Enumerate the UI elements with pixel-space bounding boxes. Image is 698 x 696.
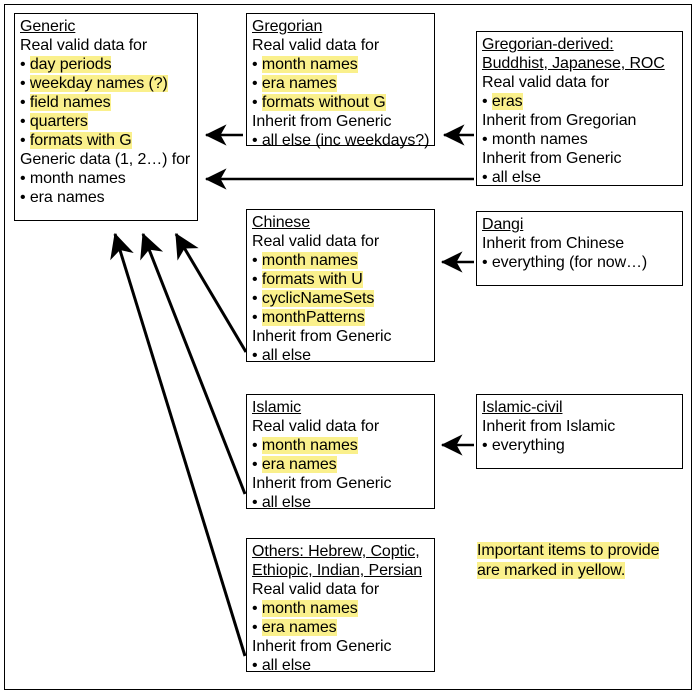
others-box[interactable]: Others: Hebrew, Coptic, Ethiopic, Indian… bbox=[246, 538, 435, 675]
chinese-box[interactable]: Chinese Real valid data for month names … bbox=[246, 209, 435, 365]
islamic-civil-title: Islamic-civil bbox=[482, 399, 563, 416]
diagram-outer-frame bbox=[4, 4, 692, 690]
chinese-item-month-names: month names bbox=[252, 251, 429, 270]
dangi-box[interactable]: Dangi Inherit from Chinese everything (f… bbox=[476, 211, 683, 286]
others-item-all-else: all else bbox=[252, 656, 429, 675]
gregorian-item-month-names: month names bbox=[252, 55, 429, 74]
gregorian-derived-item-all-else: all else bbox=[482, 168, 677, 187]
islamic-civil-box[interactable]: Islamic-civil Inherit from Islamic every… bbox=[476, 394, 683, 469]
islamic-box[interactable]: Islamic Real valid data for month names … bbox=[246, 394, 435, 512]
others-title-1: Others: Hebrew, Coptic, bbox=[252, 543, 420, 560]
dangi-item-everything: everything (for now…) bbox=[482, 253, 677, 272]
others-title-2: Ethiopic, Indian, Persian bbox=[252, 562, 423, 579]
chinese-item-cyclic-name-sets: cyclicNameSets bbox=[252, 289, 429, 308]
generic-title: Generic bbox=[20, 18, 76, 35]
islamic-line-inherit-generic: Inherit from Generic bbox=[252, 475, 392, 492]
dangi-line-inherit-chinese: Inherit from Chinese bbox=[482, 235, 625, 252]
generic-item-quarters: quarters bbox=[20, 112, 192, 131]
chinese-line-inherit-generic: Inherit from Generic bbox=[252, 328, 392, 345]
generic-item-day-periods: day periods bbox=[20, 55, 192, 74]
gregorian-derived-item-eras: eras bbox=[482, 92, 677, 111]
islamic-title: Islamic bbox=[252, 399, 302, 416]
islamic-civil-line-inherit-islamic: Inherit from Islamic bbox=[482, 418, 616, 435]
gregorian-derived-box[interactable]: Gregorian-derived: Buddhist, Japanese, R… bbox=[476, 31, 683, 186]
others-item-era-names: era names bbox=[252, 618, 429, 637]
islamic-item-all-else: all else bbox=[252, 493, 429, 512]
chinese-item-month-patterns: monthPatterns bbox=[252, 308, 429, 327]
yellow-legend: Important items to provide are marked in… bbox=[477, 541, 677, 581]
others-line-real-valid: Real valid data for bbox=[252, 581, 380, 598]
yellow-legend-line-2: are marked in yellow. bbox=[477, 562, 626, 579]
islamic-item-era-names: era names bbox=[252, 455, 429, 474]
gregorian-derived-title-1: Gregorian-derived: bbox=[482, 36, 614, 53]
chinese-title: Chinese bbox=[252, 214, 311, 231]
gregorian-line-inherit-generic: Inherit from Generic bbox=[252, 113, 392, 130]
chinese-item-all-else: all else bbox=[252, 346, 429, 365]
gregorian-derived-line-real-valid: Real valid data for bbox=[482, 74, 610, 91]
generic-item-formats-with-g: formats with G bbox=[20, 131, 192, 150]
generic-item-era-names: era names bbox=[20, 188, 192, 207]
chinese-line-real-valid: Real valid data for bbox=[252, 233, 380, 250]
gregorian-box[interactable]: Gregorian Real valid data for month name… bbox=[246, 13, 435, 149]
generic-item-field-names: field names bbox=[20, 93, 192, 112]
dangi-title: Dangi bbox=[482, 216, 524, 233]
gregorian-item-era-names: era names bbox=[252, 74, 429, 93]
gregorian-line-real-valid: Real valid data for bbox=[252, 37, 380, 54]
gregorian-derived-line-inherit-generic: Inherit from Generic bbox=[482, 150, 622, 167]
generic-line-real-valid: Real valid data for bbox=[20, 37, 148, 54]
generic-item-month-names: month names bbox=[20, 169, 192, 188]
gregorian-title: Gregorian bbox=[252, 18, 323, 35]
generic-line-generic-data: Generic data (1, 2…) for bbox=[20, 151, 191, 168]
gregorian-derived-line-inherit-gregorian: Inherit from Gregorian bbox=[482, 112, 637, 129]
generic-item-weekday-names: weekday names (?) bbox=[20, 74, 192, 93]
islamic-civil-item-everything: everything bbox=[482, 436, 677, 455]
others-item-month-names: month names bbox=[252, 599, 429, 618]
gregorian-derived-item-month-names: month names bbox=[482, 130, 677, 149]
others-line-inherit-generic: Inherit from Generic bbox=[252, 638, 392, 655]
chinese-item-formats-with-u: formats with U bbox=[252, 270, 429, 289]
gregorian-item-formats-without-g: formats without G bbox=[252, 93, 429, 112]
gregorian-item-all-else: all else (inc weekdays?) bbox=[252, 131, 430, 150]
islamic-item-month-names: month names bbox=[252, 436, 429, 455]
gregorian-derived-title-2: Buddhist, Japanese, ROC bbox=[482, 55, 665, 72]
yellow-legend-line-1: Important items to provide bbox=[477, 542, 660, 559]
islamic-line-real-valid: Real valid data for bbox=[252, 418, 380, 435]
generic-box[interactable]: Generic Real valid data for day periods … bbox=[14, 13, 198, 221]
